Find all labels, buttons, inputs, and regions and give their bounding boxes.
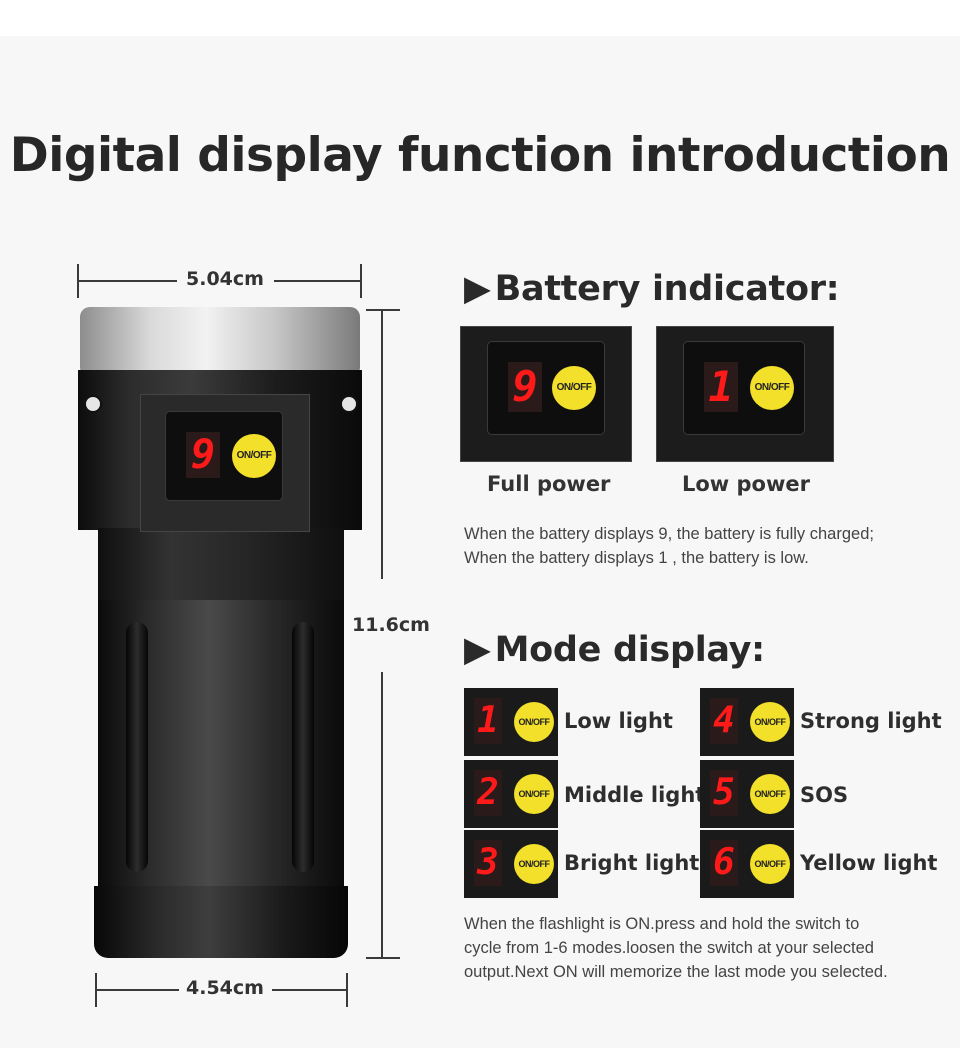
battery-description-line: When the battery displays 1 , the batter… <box>464 549 809 567</box>
top-band <box>0 0 960 36</box>
mode-tile-3: 3 ON/OFF <box>464 830 558 898</box>
flashlight-onoff-button[interactable]: ON/OFF <box>232 434 276 478</box>
battery-heading-text: Battery indicator: <box>494 269 840 309</box>
mode-onoff-icon: ON/OFF <box>750 774 790 814</box>
mode-onoff-icon: ON/OFF <box>750 844 790 884</box>
mode-onoff-icon: ON/OFF <box>514 702 554 742</box>
mode-description: When the flashlight is ON.press and hold… <box>464 912 954 984</box>
mode-tile-4: 4 ON/OFF <box>700 688 794 756</box>
mode-digit: 6 <box>710 840 738 886</box>
mode-label: Low light <box>564 709 673 733</box>
mode-tile-1: 1 ON/OFF <box>464 688 558 756</box>
battery-full-digit: 9 <box>508 362 542 412</box>
mode-digit: 2 <box>474 770 502 816</box>
battery-description-line: When the battery displays 9, the battery… <box>464 525 874 543</box>
page-title: Digital display function introduction <box>9 128 951 183</box>
bottom-width-label: 4.54cm <box>186 977 264 999</box>
battery-full-onoff-icon: ON/OFF <box>552 366 596 410</box>
triangle-arrow-icon: ▶ <box>464 630 491 670</box>
tube-groove-left <box>126 622 148 872</box>
mode-label: Strong light <box>800 709 942 733</box>
mode-heading-text: Mode display: <box>494 630 766 670</box>
mode-onoff-icon: ON/OFF <box>514 844 554 884</box>
triangle-arrow-icon: ▶ <box>464 269 491 309</box>
mode-label: Bright light <box>564 851 700 875</box>
mode-digit: 5 <box>710 770 738 816</box>
mode-label: SOS <box>800 783 849 807</box>
battery-low-caption: Low power <box>682 472 810 496</box>
mode-description-line: cycle from 1-6 modes.loosen the switch a… <box>464 939 874 957</box>
mode-onoff-icon: ON/OFF <box>750 702 790 742</box>
height-label: 11.6cm <box>352 614 430 636</box>
mode-digit: 4 <box>710 698 738 744</box>
battery-heading: ▶Battery indicator: <box>464 269 840 309</box>
battery-description: When the battery displays 9, the battery… <box>464 522 944 570</box>
battery-full-panel: 9 ON/OFF <box>460 326 632 462</box>
mode-tile-5: 5 ON/OFF <box>700 760 794 828</box>
flashlight-digit: 9 <box>186 432 220 478</box>
lanyard-hole-left <box>84 395 102 413</box>
mode-tile-6: 6 ON/OFF <box>700 830 794 898</box>
battery-low-digit: 1 <box>704 362 738 412</box>
tube-groove-right <box>292 622 314 872</box>
mode-onoff-icon: ON/OFF <box>514 774 554 814</box>
mode-label: Yellow light <box>800 851 938 875</box>
battery-full-caption: Full power <box>487 472 611 496</box>
mode-label: Middle light <box>564 783 706 807</box>
battery-low-onoff-icon: ON/OFF <box>750 366 794 410</box>
flashlight-bezel <box>80 307 360 372</box>
battery-low-panel: 1 ON/OFF <box>656 326 834 462</box>
flashlight-display-panel: 9 ON/OFF <box>140 394 310 532</box>
flashlight-tailcap <box>94 886 348 958</box>
mode-digit: 3 <box>474 840 502 886</box>
mode-description-line: When the flashlight is ON.press and hold… <box>464 915 860 933</box>
top-width-label: 5.04cm <box>186 268 264 290</box>
mode-tile-2: 2 ON/OFF <box>464 760 558 828</box>
mode-heading: ▶Mode display: <box>464 630 765 670</box>
mode-digit: 1 <box>474 698 502 744</box>
mode-description-line: output.Next ON will memorize the last mo… <box>464 963 888 981</box>
flashlight-neck <box>98 528 344 608</box>
lanyard-hole-right <box>340 395 358 413</box>
